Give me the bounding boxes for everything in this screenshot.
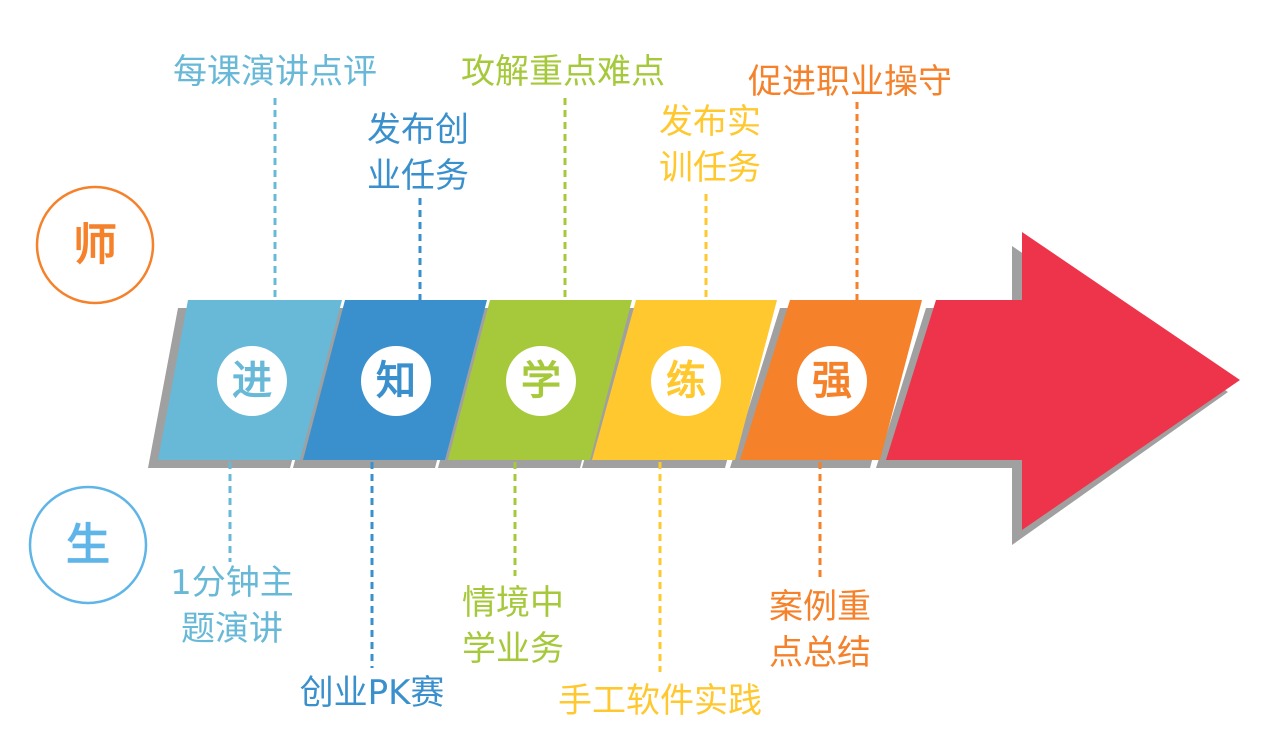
stage-circle-3: 学	[506, 346, 576, 416]
student-task-3-line1: 情境中	[462, 583, 564, 623]
stage-char: 强	[812, 358, 852, 404]
student-role: 生	[28, 485, 148, 605]
student-task-2: 创业PK赛	[300, 673, 445, 713]
teacher-task-2-line1: 发布创	[367, 110, 469, 150]
teacher-label: 师	[73, 220, 117, 271]
teacher-task-3: 攻解重点难点	[461, 52, 665, 92]
teacher-task-2-line2: 业任务	[367, 156, 469, 196]
teacher-task-4-line1: 发布实	[659, 102, 761, 142]
student-task-4: 手工软件实践	[558, 681, 762, 721]
stage-circle-5: 强	[797, 346, 867, 416]
teacher-task-1: 每课演讲点评	[173, 52, 377, 92]
student-task-1-line2: 题演讲	[181, 609, 283, 649]
stage-circle-4: 练	[651, 346, 721, 416]
teacher-task-5: 促进职业操守	[748, 62, 952, 102]
stage-char: 学	[521, 358, 561, 404]
arrow-head	[886, 232, 1240, 530]
student-task-5-line1: 案例重	[769, 587, 871, 627]
stage-char: 知	[376, 358, 416, 404]
student-task-1-line1: 1分钟主	[170, 563, 294, 603]
teacher-task-4-line2: 训任务	[659, 148, 761, 188]
stage-circle-2: 知	[361, 346, 431, 416]
stage-char: 进	[232, 358, 272, 404]
teacher-role: 师	[35, 185, 155, 305]
stage-char: 练	[666, 358, 706, 404]
student-task-3-line2: 学业务	[462, 629, 564, 669]
stage-circle-1: 进	[217, 346, 287, 416]
student-task-5-line2: 点总结	[769, 633, 871, 673]
student-label: 生	[66, 520, 110, 571]
